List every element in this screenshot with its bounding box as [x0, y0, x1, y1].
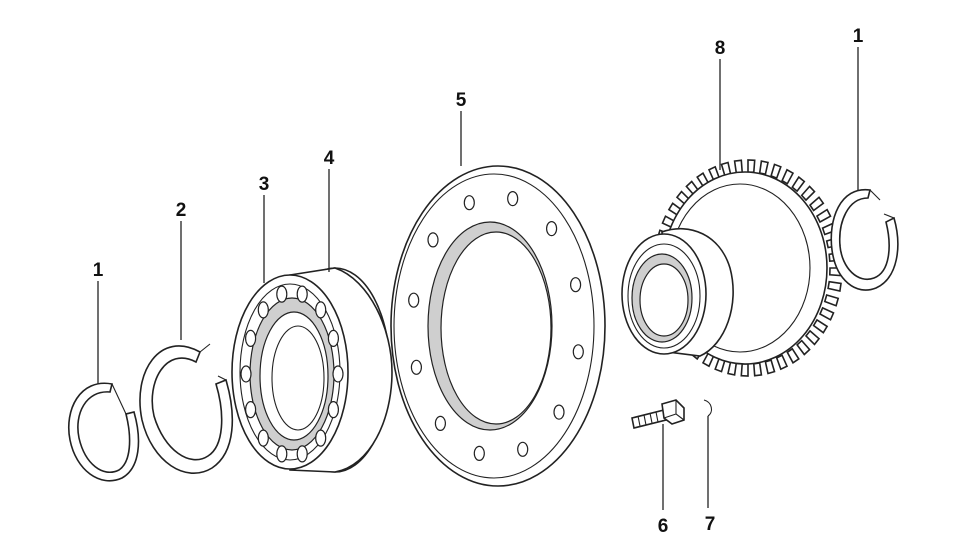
snap-ring	[139, 343, 234, 474]
bearing-roller	[245, 401, 257, 419]
gear-tooth	[796, 339, 811, 356]
flange-bolt-hole	[410, 359, 422, 375]
gear-tooth	[818, 306, 835, 321]
lock-washer	[703, 399, 713, 417]
bolt	[631, 399, 685, 429]
bearing-roller	[296, 285, 308, 303]
gear-tooth	[740, 362, 749, 377]
bearing-roller	[276, 285, 288, 303]
bearing-roller	[327, 329, 339, 347]
gear-tooth	[823, 294, 840, 307]
gear-tooth	[733, 159, 744, 174]
leader-lines	[97, 47, 859, 510]
flange-plate	[390, 165, 606, 487]
circlip-right	[830, 189, 899, 291]
gear-tooth	[804, 329, 821, 346]
flange-bolt-hole	[517, 441, 529, 457]
bearing-roller	[245, 329, 257, 347]
callout-1-left: 1	[93, 260, 104, 281]
callout-1-right: 1	[853, 26, 864, 47]
flange-bolt-hole	[473, 445, 485, 461]
bearing-roller	[327, 401, 339, 419]
gear-tooth	[781, 168, 795, 185]
gear-tooth	[764, 359, 776, 375]
circlip-left	[68, 382, 140, 482]
flange-bolt-hole	[507, 191, 519, 207]
callout-4: 4	[324, 148, 335, 169]
gear-tooth	[812, 318, 829, 334]
gear-tooth	[775, 354, 789, 371]
bearing-roller	[257, 429, 269, 447]
bearing-roller	[240, 365, 252, 383]
gear-tooth	[758, 160, 769, 176]
bearing-roller	[296, 445, 308, 463]
gear-tooth	[815, 208, 832, 224]
bearing-roller	[315, 301, 327, 319]
flange-bolt-hole	[463, 195, 475, 211]
flange-bolt-hole	[553, 404, 565, 420]
flange-bolt-hole	[434, 415, 446, 431]
callout-7: 7	[705, 514, 716, 535]
flange-bolt-hole	[569, 277, 582, 293]
bearing-roller	[257, 301, 269, 319]
roller-bearing	[231, 267, 393, 473]
flange-bolt-hole	[545, 221, 558, 237]
bearing-roller	[276, 445, 288, 463]
callout-2: 2	[176, 200, 187, 221]
callout-6: 6	[658, 516, 669, 537]
gear-tooth	[770, 163, 782, 180]
gear-tooth	[747, 159, 756, 174]
callout-5: 5	[456, 90, 467, 111]
flange-bolt-hole	[572, 344, 584, 360]
gear	[621, 159, 843, 377]
gear-tooth	[752, 362, 763, 377]
flange-bolt-hole	[408, 292, 420, 308]
callout-8: 8	[715, 38, 726, 59]
bearing-roller	[332, 365, 344, 383]
bearing-roller	[315, 429, 327, 447]
gear-tooth	[800, 185, 816, 202]
gear-tooth	[808, 196, 825, 212]
gear-tooth	[791, 175, 806, 193]
gear-tooth	[786, 347, 800, 364]
gear-tooth	[827, 280, 842, 292]
callout-3: 3	[259, 174, 270, 195]
flange-bolt-hole	[427, 232, 439, 248]
